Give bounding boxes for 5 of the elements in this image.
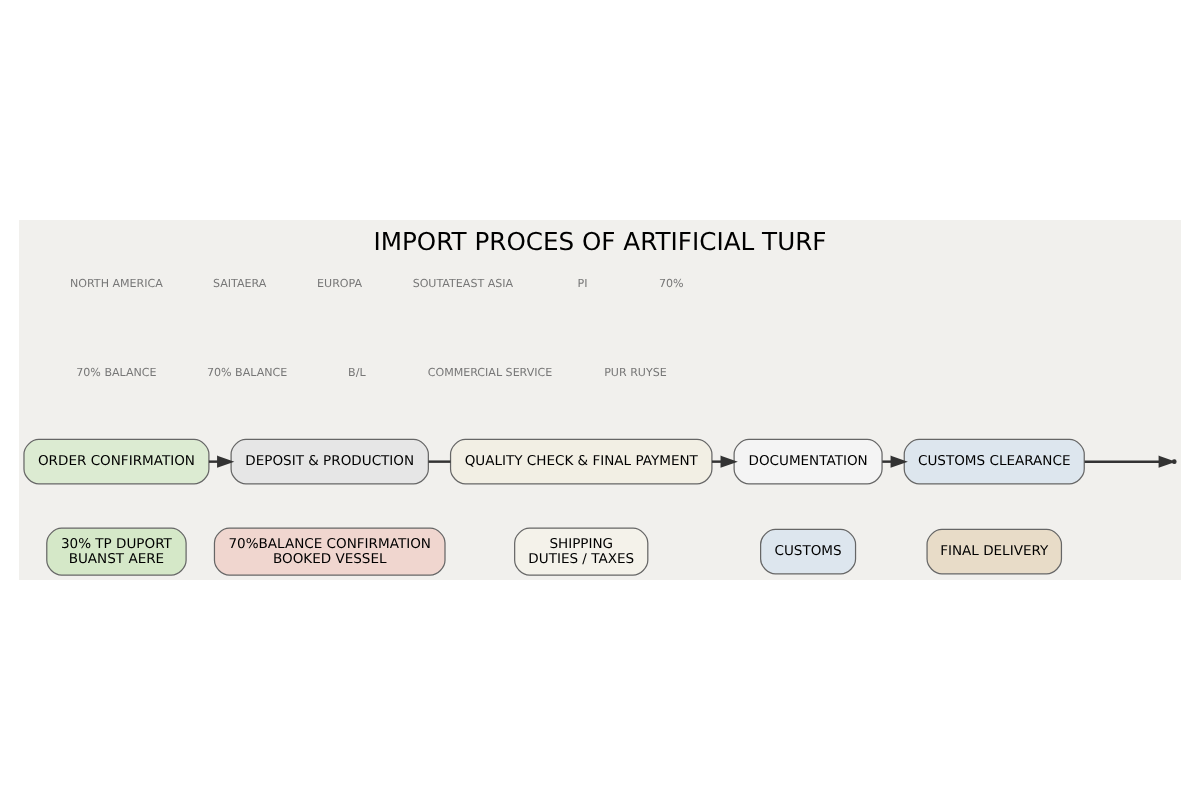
arrow [882, 455, 908, 468]
connector [428, 460, 451, 463]
diagram-title: IMPORT PROCES OF ARTIFICIAL TURF [373, 227, 827, 256]
arrow [208, 455, 235, 468]
arrow [711, 455, 738, 468]
